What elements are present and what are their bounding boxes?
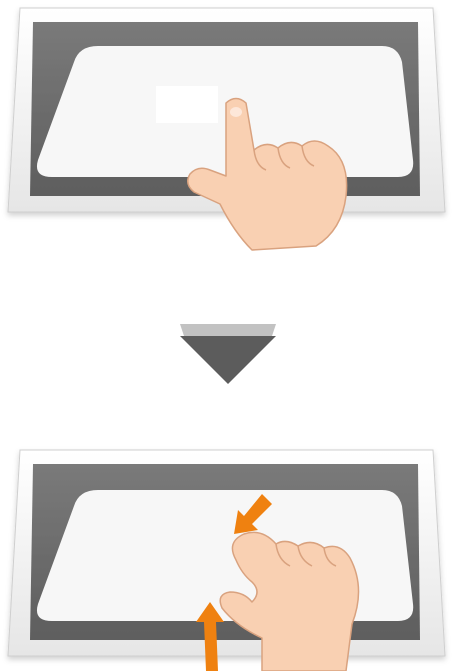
down-triangle-arrow-icon xyxy=(0,318,453,388)
arrow-top-band xyxy=(180,324,276,336)
arrow-head xyxy=(180,336,276,384)
step-2-pinch-scene xyxy=(0,442,453,671)
step-1-illustration xyxy=(0,0,453,260)
transition-arrow xyxy=(0,318,453,388)
content-panel xyxy=(37,46,413,177)
step-1-tap-scene xyxy=(0,0,453,260)
tablet-screen xyxy=(8,450,445,656)
step-2-illustration xyxy=(0,442,453,671)
tap-target xyxy=(156,86,218,123)
